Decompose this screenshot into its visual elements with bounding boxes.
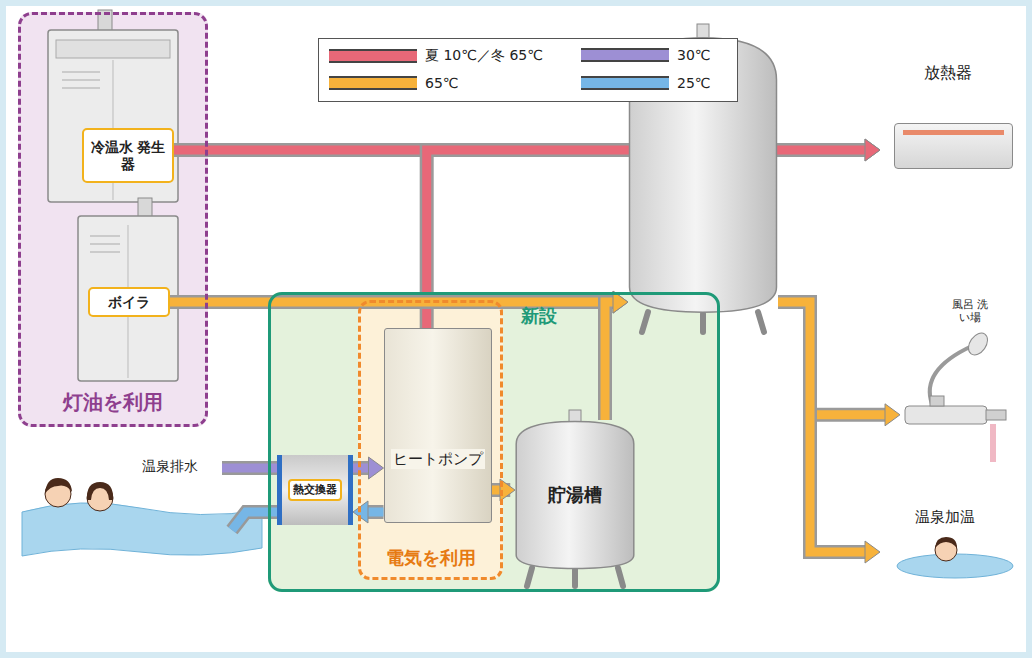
chiller-label-box: 冷温水 発生器: [82, 128, 174, 183]
chiller-cabinet: [48, 10, 178, 202]
node-label: 灯油を利用: [63, 390, 163, 414]
legend-text: 30℃: [677, 47, 711, 63]
pipe-flow: [778, 302, 885, 415]
node-label: 放熱器: [924, 63, 972, 82]
radiator-stripe: [903, 130, 1004, 135]
region-fill: [358, 300, 503, 580]
region-new: 新設電気を利用 ヒートポンプ熱交換器 貯湯槽: [268, 292, 720, 592]
shower-area: 風呂 洗い場: [900, 298, 1010, 458]
pipe-casing: [778, 302, 885, 415]
bath-heating: 温泉加温: [880, 508, 1010, 583]
node-label: 貯湯槽: [548, 484, 602, 506]
text-block: 熱交換器: [282, 455, 348, 525]
node-label: 電気を利用: [386, 547, 476, 569]
tank-nozzle: [697, 24, 709, 38]
region-fill: [268, 292, 720, 592]
legend-swatch: [581, 48, 669, 62]
heat-pump-unit: ヒートポンプ: [384, 328, 492, 523]
text-block: 灯油を利用: [21, 390, 205, 414]
node-label: 冷温水 発生器: [84, 139, 172, 173]
text-block: 風呂 洗い場: [930, 298, 1010, 324]
legend-text: 25℃: [677, 75, 711, 91]
hot-spring-pool: [22, 478, 262, 556]
node-label: 新設: [521, 305, 557, 327]
legend-text: 65℃: [425, 75, 459, 91]
pipe-label: 温泉排水: [142, 458, 198, 475]
legend-text: 夏 10℃／冬 65℃: [425, 47, 543, 65]
boiler-label-box: ボイラ: [88, 287, 170, 317]
pipe-connector: [492, 479, 516, 501]
legend-entry: 30℃: [581, 47, 711, 63]
shower-faucet: [905, 330, 1006, 462]
legend-entry: 夏 10℃／冬 65℃: [329, 47, 543, 65]
pipe-casing: [778, 302, 865, 552]
legend-swatch: [329, 49, 417, 63]
legend-entry: 65℃: [329, 75, 459, 91]
pipe-flow: [368, 507, 384, 516]
pipe-casing: [368, 505, 384, 519]
node-label: 熱交換器: [288, 479, 342, 500]
arrow-head: [865, 541, 880, 563]
text-block: 冷温水 発生器: [84, 130, 172, 181]
region-oil: 灯油を利用 冷温水 発生器ボイラ: [18, 12, 208, 427]
arrow-head: [865, 139, 880, 161]
region-fill: [18, 12, 208, 427]
text-block: ボイラ: [90, 289, 168, 315]
tank-nozzle: [569, 410, 581, 422]
legend-box: 夏 10℃／冬 65℃ 65℃ 30℃ 25℃: [318, 38, 738, 102]
pipe-flow: [778, 302, 865, 552]
tank-body: [516, 422, 634, 569]
heat-exchanger: 熱交換器: [277, 455, 353, 525]
pipe-connector: [778, 302, 900, 426]
pipe-connector: [778, 302, 880, 563]
boiler-cabinet: [78, 198, 178, 381]
text-block: ヒートポンプ: [385, 449, 491, 469]
text-block: 貯湯槽: [515, 420, 635, 570]
radiator: 放熱器: [880, 63, 1015, 183]
legend-swatch: [329, 76, 417, 90]
region-electric: 電気を利用 ヒートポンプ: [358, 300, 503, 580]
node-label: ボイラ: [108, 294, 150, 311]
pipe-flow: [605, 302, 613, 420]
pipe-casing: [605, 302, 613, 420]
arrow-head: [369, 457, 384, 479]
arrow-head: [865, 139, 880, 161]
legend-swatch: [581, 76, 669, 90]
radiator-body: [894, 123, 1013, 169]
node-label: ヒートポンプ: [391, 449, 485, 469]
pipe-connector: [605, 291, 628, 420]
text-block: 新設: [521, 305, 557, 327]
arrow-head: [885, 404, 900, 426]
bath-pool: [897, 537, 1013, 578]
storage-tank: 貯湯槽: [515, 420, 635, 570]
text-block: 放熱器: [880, 63, 1015, 82]
text-block: 電気を利用: [361, 547, 500, 569]
node-label: 風呂 洗い場: [950, 298, 990, 324]
text-block: 温泉加温: [880, 508, 1010, 526]
node-label: 温泉加温: [915, 508, 975, 526]
legend-entry: 25℃: [581, 75, 711, 91]
